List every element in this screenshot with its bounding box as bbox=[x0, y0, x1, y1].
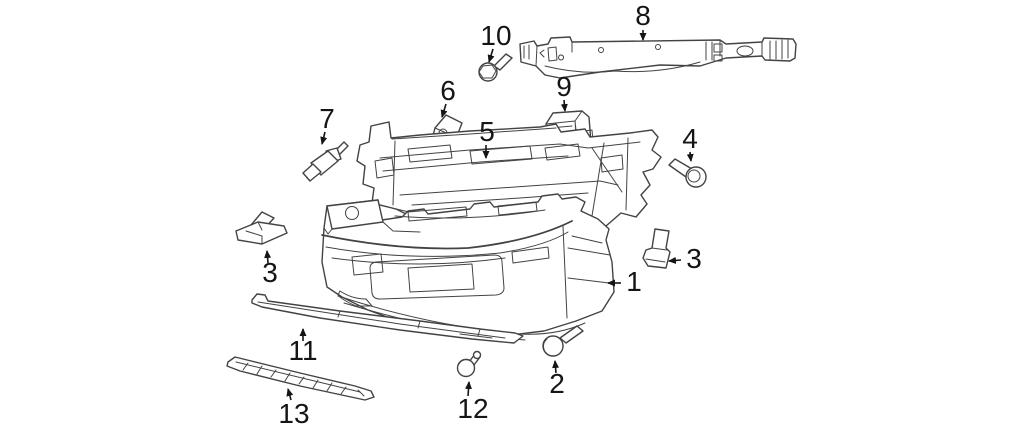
callout-label-1-bumper-cover[interactable]: 1 bbox=[626, 266, 642, 297]
part-bracket-3-right[interactable] bbox=[642, 228, 671, 269]
part-bolt-4[interactable] bbox=[668, 158, 707, 188]
callout-arrow-12-push-pin bbox=[465, 381, 472, 397]
part-reinforcement-bar[interactable] bbox=[519, 36, 797, 79]
callout-label-7-stud-pin[interactable]: 7 bbox=[319, 103, 335, 134]
part-push-pin[interactable] bbox=[456, 350, 482, 378]
part-lower-molding[interactable] bbox=[226, 356, 375, 401]
callout-label-3-bracket-right[interactable]: 3 bbox=[686, 243, 702, 274]
callout-label-11-upper-air-dam[interactable]: 11 bbox=[288, 335, 317, 366]
callout-label-6-clip[interactable]: 6 bbox=[440, 75, 456, 106]
part-bumper-cover[interactable] bbox=[321, 193, 615, 341]
callout-arrow-6-clip bbox=[440, 103, 448, 118]
part-bolt-2[interactable] bbox=[542, 325, 584, 357]
callout-label-9-bracket[interactable]: 9 bbox=[556, 71, 572, 102]
callout-arrow-2-bolt bbox=[552, 360, 560, 374]
callout-label-3-bracket-left[interactable]: 3 bbox=[262, 257, 278, 288]
callout-arrow-13-lower-molding bbox=[286, 388, 294, 401]
part-energy-absorber[interactable] bbox=[356, 121, 662, 235]
callout-label-12-push-pin[interactable]: 12 bbox=[457, 393, 488, 424]
callout-arrow-7-stud-pin bbox=[320, 131, 328, 145]
callout-label-4-bolt[interactable]: 4 bbox=[682, 123, 698, 154]
callout-label-8-reinforcement-bar[interactable]: 8 bbox=[635, 0, 651, 31]
callout-arrow-3-bracket-right bbox=[668, 256, 682, 264]
callout-label-13-lower-molding[interactable]: 13 bbox=[278, 398, 309, 427]
callout-label-10-bolt[interactable]: 10 bbox=[480, 20, 511, 51]
part-bracket-3-left[interactable] bbox=[235, 211, 288, 245]
part-upper-air-dam[interactable] bbox=[251, 293, 524, 344]
callout-arrow-3-bracket-left bbox=[264, 250, 272, 264]
callout-arrow-10-bolt bbox=[487, 48, 495, 63]
part-bolt-10[interactable] bbox=[478, 53, 513, 82]
callout-label-5-energy-absorber[interactable]: 5 bbox=[479, 116, 495, 147]
callout-label-2-bolt[interactable]: 2 bbox=[549, 368, 565, 399]
callout-arrow-9-bracket bbox=[560, 99, 568, 112]
callout-arrow-4-bolt bbox=[686, 151, 694, 162]
part-stud-pin-7[interactable] bbox=[302, 141, 349, 182]
